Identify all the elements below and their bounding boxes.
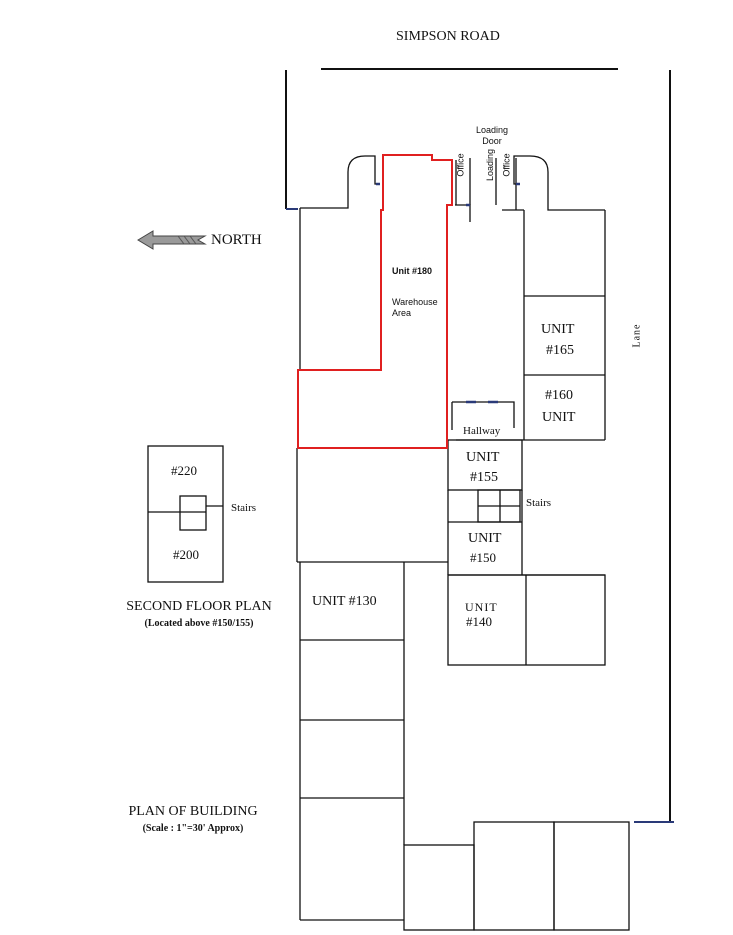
second-floor-subtitle: (Located above #150/155) bbox=[144, 618, 254, 629]
stairs-label: Stairs bbox=[526, 497, 552, 509]
second-floor-unit-220: #220 bbox=[171, 463, 197, 478]
unit-150-line2: #150 bbox=[470, 550, 496, 565]
unit-155-line1: UNIT bbox=[466, 450, 500, 465]
unit-165-line2: #165 bbox=[546, 343, 574, 358]
unit-160-line1: #160 bbox=[545, 388, 573, 403]
second-floor-stairs: Stairs bbox=[231, 502, 257, 514]
road-label: SIMPSON ROAD bbox=[396, 29, 500, 44]
unit-140-line2: #140 bbox=[466, 614, 492, 629]
unit-155-line2: #155 bbox=[470, 470, 498, 485]
second-floor-unit-200: #200 bbox=[173, 547, 199, 562]
office-left-label: Office bbox=[455, 153, 466, 177]
unit-160-line2: UNIT bbox=[542, 410, 576, 425]
unit-140-line1: UNIT bbox=[465, 600, 498, 614]
north-arrow-icon bbox=[137, 230, 207, 250]
unit-180-subtitle: Warehouse Area bbox=[392, 297, 438, 318]
north-label: NORTH bbox=[211, 232, 262, 248]
unit-180-highlight bbox=[297, 154, 453, 449]
second-floor-outline bbox=[147, 445, 224, 583]
unit-130-label: UNIT #130 bbox=[312, 594, 377, 609]
unit-150-line1: UNIT bbox=[468, 531, 502, 546]
unit-165-line1: UNIT bbox=[541, 322, 575, 337]
loading-label: Loading bbox=[485, 148, 496, 182]
lane-label: Lane bbox=[631, 323, 643, 348]
plan-scale: (Scale : 1"=30' Approx) bbox=[142, 823, 244, 834]
second-floor-title: SECOND FLOOR PLAN bbox=[126, 599, 272, 614]
hallway-label: Hallway bbox=[463, 425, 501, 437]
plan-title: PLAN OF BUILDING bbox=[128, 804, 258, 819]
office-right-label: Office bbox=[501, 153, 512, 177]
loading-door-label: Loading Door bbox=[476, 125, 509, 146]
unit-180-title: Unit #180 bbox=[392, 266, 433, 276]
